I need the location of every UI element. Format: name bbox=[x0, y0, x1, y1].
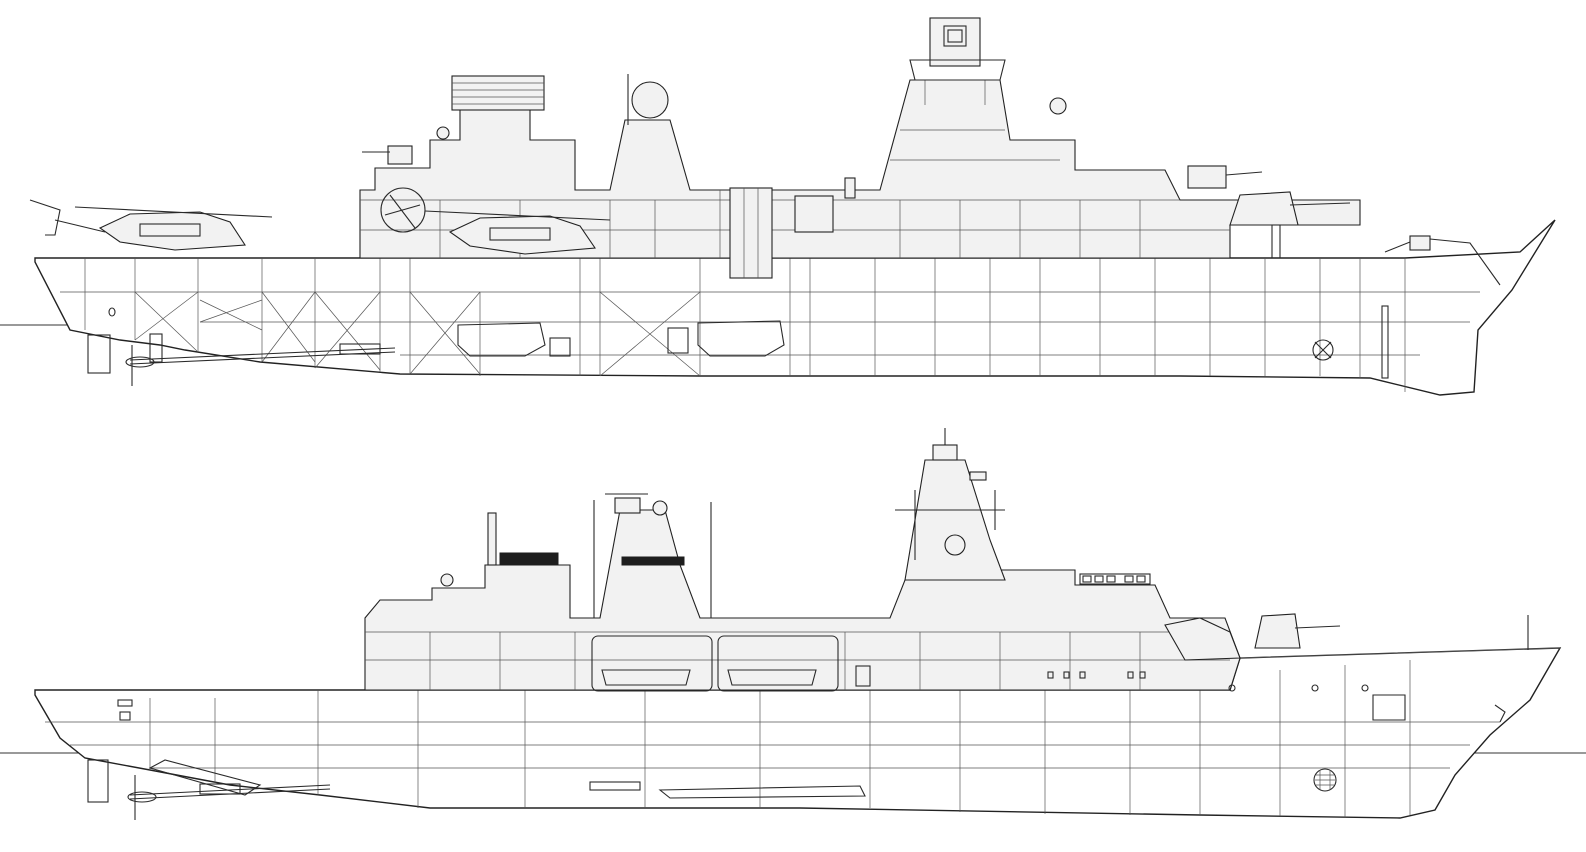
upper-launcher-block bbox=[729, 177, 856, 279]
lower-radar-icon bbox=[440, 493, 712, 618]
lower-anchor-pocket bbox=[1372, 694, 1406, 721]
upper-crane-icon bbox=[1384, 235, 1501, 286]
lower-keel-equipment bbox=[589, 781, 866, 799]
upper-porthole bbox=[108, 307, 116, 317]
upper-sensor-dome bbox=[1049, 97, 1067, 115]
helicopter-icon bbox=[29, 199, 273, 251]
lower-aft-hatch bbox=[117, 699, 133, 707]
lower-boat-icon bbox=[591, 635, 839, 692]
lower-thruster-icon bbox=[1313, 768, 1337, 792]
upper-aft-gun-turret-icon bbox=[362, 126, 450, 165]
upper-hull bbox=[34, 219, 1556, 396]
lower-portholes bbox=[855, 665, 1369, 692]
upper-boat-icon bbox=[457, 320, 785, 357]
upper-radome-icon bbox=[627, 74, 669, 125]
upper-wheel-icon bbox=[380, 187, 426, 233]
lower-superstructure bbox=[364, 509, 1241, 691]
lower-hull-grid bbox=[45, 660, 1500, 818]
upper-ship bbox=[0, 17, 1556, 396]
lower-ship bbox=[0, 428, 1586, 820]
lower-mast-icon bbox=[895, 428, 1006, 581]
upper-radar-icon bbox=[451, 75, 545, 111]
lower-bridge-windows bbox=[1079, 573, 1151, 585]
lower-bow-fitting bbox=[1494, 704, 1506, 723]
upper-gun-turret-icon bbox=[1187, 165, 1351, 259]
lower-propeller-icon bbox=[87, 759, 331, 820]
lower-superstructure-lines bbox=[365, 631, 1561, 690]
helicopter-icon bbox=[424, 210, 611, 255]
upper-aft-skeg bbox=[87, 334, 111, 374]
lower-radar-strip bbox=[499, 552, 559, 566]
lower-aft-hatch bbox=[119, 711, 131, 721]
upper-propeller-icon bbox=[125, 333, 396, 386]
upper-mast-icon bbox=[909, 17, 1006, 81]
lower-radar-strip bbox=[621, 556, 685, 566]
upper-thruster-icon bbox=[1312, 339, 1334, 361]
lower-gun-turret-icon bbox=[1164, 613, 1341, 661]
upper-bow-mast bbox=[1381, 305, 1389, 379]
